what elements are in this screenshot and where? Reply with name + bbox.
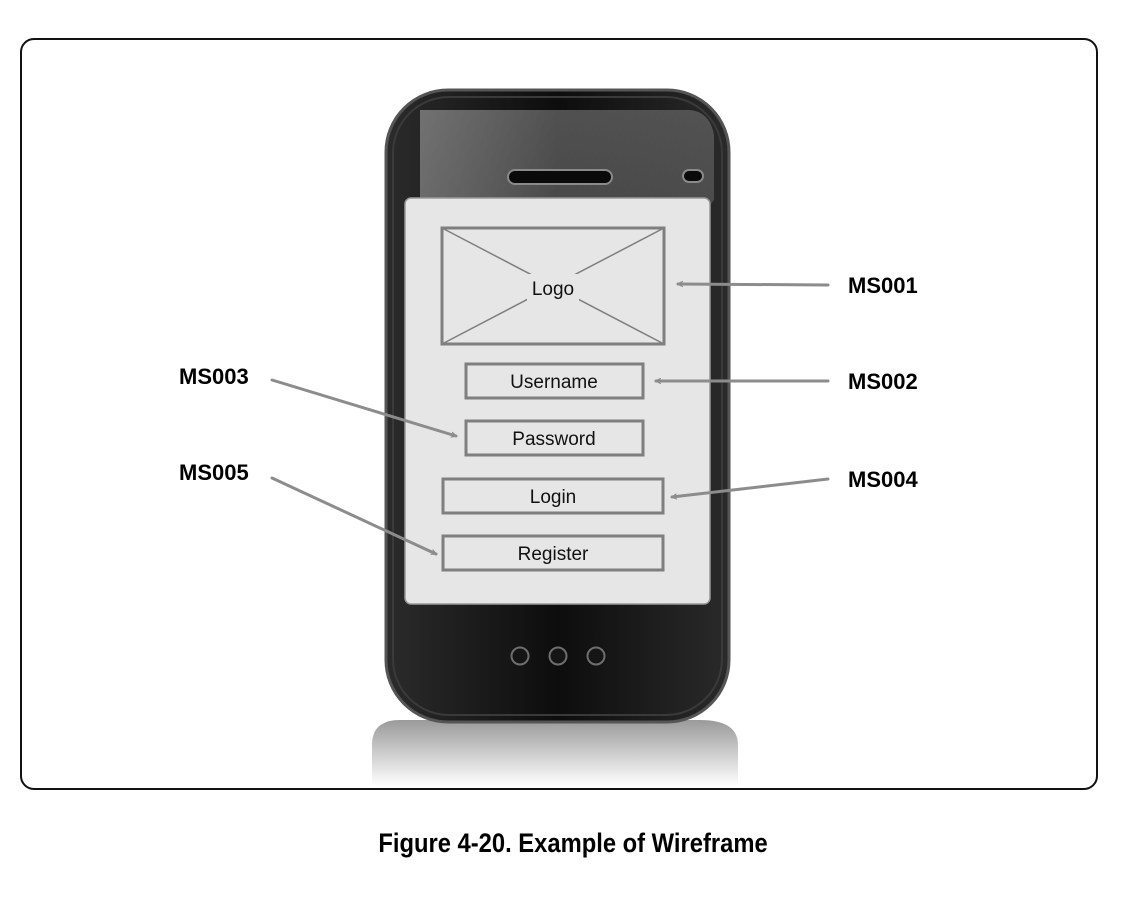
callout-ms003: MS003 [179,364,249,389]
password-label: Password [512,429,595,450]
callout-ms002: MS002 [848,369,918,394]
arrow-ms001 [676,284,830,285]
wireframe-password-field: Password [464,419,645,457]
login-label: Login [530,487,577,508]
home-button-center [548,646,568,666]
phone-reflection [372,720,738,786]
wireframe-logo-placeholder: Logo [440,226,666,346]
phone-inner-bezel [392,96,723,716]
wireframe-register-button: Register [441,534,665,572]
callout-ms004: MS004 [848,467,918,492]
username-label: Username [510,372,598,393]
phone [384,88,731,724]
front-camera [682,169,704,183]
home-button-left [510,646,530,666]
figure-caption: Figure 4-20. Example of Wireframe [378,828,768,858]
wireframe-username-field: Username [464,362,645,400]
arrow-ms003 [270,378,458,436]
wireframe-login-button: Login [441,477,665,515]
callout-ms001: MS001 [848,273,918,298]
arrow-ms005 [270,476,438,556]
logo-label: Logo [532,279,574,300]
callout-ms005: MS005 [179,460,249,485]
speaker-grille [507,169,613,185]
register-label: Register [518,544,589,565]
home-button-right [586,646,606,666]
arrow-ms004 [670,477,830,497]
